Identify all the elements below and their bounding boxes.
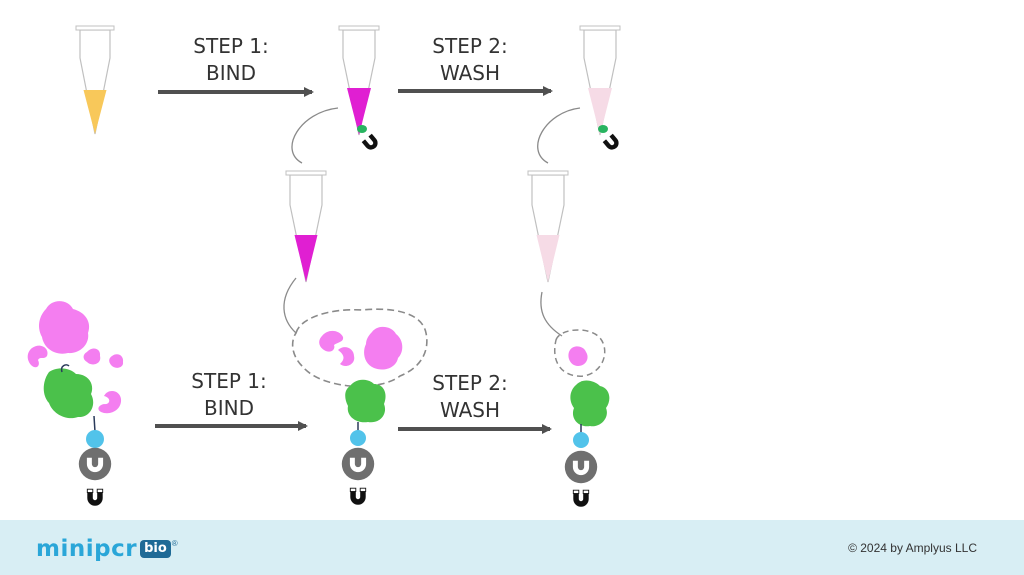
antibody-green (345, 379, 386, 423)
zoom-region-dashed (554, 329, 606, 377)
logo-badge: bio (140, 540, 171, 558)
zoom-region-dashed (291, 308, 428, 388)
bead-blue (573, 432, 589, 448)
bead-blue (350, 430, 366, 446)
protein-fragment (98, 390, 122, 414)
tube-liquid-magenta (347, 88, 371, 135)
step-label-line: STEP 2: (432, 371, 508, 395)
minipcr-logo: minipcr bio ® (36, 534, 178, 564)
protein-blob-small (109, 354, 124, 368)
step-label-line: STEP 1: (193, 34, 269, 58)
copyright-text: © 2024 by Amplyus LLC (848, 541, 977, 555)
step-label-line: STEP 1: (191, 369, 267, 393)
tube-liquid-pale-pink (588, 88, 612, 135)
bound-complex (319, 326, 403, 506)
magnet-icon (564, 450, 598, 484)
protein-blob-small (83, 348, 101, 365)
protein-blob-small (568, 346, 588, 366)
footer-bar: minipcr bio ® © 2024 by Amplyus LLC (0, 520, 1024, 575)
magnet-icon (602, 133, 622, 153)
zoom-connector (537, 107, 581, 164)
protein-blob-large (364, 326, 403, 370)
tube-liquid-magenta (294, 235, 318, 282)
antibody-green (570, 380, 610, 427)
magnet-icon (349, 487, 367, 506)
step-label-line: STEP 2: (432, 34, 508, 58)
step-label-line: BIND (206, 61, 256, 85)
magnet-icon (86, 488, 104, 507)
step1-label-top: STEP 1: BIND (161, 33, 301, 87)
step1-label-bottom: STEP 1: BIND (159, 368, 299, 422)
protein-fragment (27, 345, 48, 368)
antibody-green (43, 368, 94, 419)
zoom-connector (283, 277, 297, 334)
zoom-connector (540, 291, 563, 337)
bead-pulldown-diagram (27, 25, 622, 508)
tube-bind-top (338, 25, 380, 136)
protein-fragment (338, 347, 355, 367)
tube-liquid-yellow (83, 90, 107, 134)
registered-mark: ® (171, 539, 178, 548)
magnet-icon (78, 447, 112, 481)
tube-liquid-pale-pink (536, 235, 560, 282)
magnet-icon (341, 447, 375, 481)
magnet-icon (572, 489, 590, 508)
protein-blob-large (39, 301, 90, 354)
tube-sample (75, 25, 115, 135)
protein-mixture (27, 301, 124, 507)
logo-text: minipcr (36, 536, 138, 562)
washed-complex (564, 346, 610, 508)
tube-bind-zoom (285, 170, 327, 283)
zoom-connector (291, 107, 339, 164)
step2-label-bottom: STEP 2: WASH (400, 370, 540, 424)
antibody-hook (60, 364, 70, 373)
tube-wash-zoom (527, 170, 569, 283)
step-label-line: WASH (439, 398, 501, 422)
bead-blue (86, 430, 104, 448)
protein-fragment (319, 330, 344, 352)
bead-pellet (598, 125, 608, 133)
step-label-line: WASH (439, 61, 501, 85)
tube-wash-top (579, 25, 621, 136)
bead-pellet (357, 125, 367, 133)
magnet-icon (361, 133, 381, 153)
step-label-line: BIND (204, 396, 254, 420)
step2-label-top: STEP 2: WASH (400, 33, 540, 87)
